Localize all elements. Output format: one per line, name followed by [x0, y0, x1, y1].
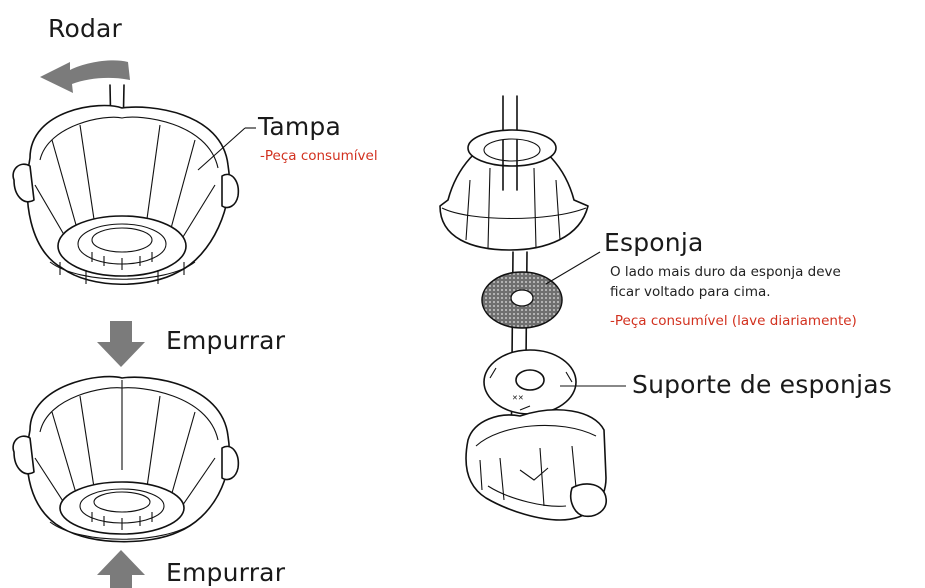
curved-arrow-left-icon — [40, 60, 130, 93]
cap-drawing-bottom — [12, 375, 240, 543]
cap-label: Tampa — [258, 112, 341, 141]
rotate-label: Rodar — [48, 14, 123, 43]
arrow-down-icon — [97, 321, 145, 367]
cap-drawing-exploded — [439, 129, 589, 251]
base-drawing — [465, 409, 607, 521]
svg-text:✕✕: ✕✕ — [512, 394, 524, 402]
sponge-holder-label: Suporte de esponjas — [632, 370, 892, 399]
sponge-note-line2: ficar voltado para cima. — [610, 284, 771, 300]
cap-leader-line — [197, 127, 246, 171]
sponge-leader-line — [545, 251, 601, 285]
cap-consumable-note: -Peça consumível — [260, 148, 378, 164]
sponge-label: Esponja — [604, 228, 704, 257]
sponge-note-line1: O lado mais duro da esponja deve — [610, 264, 841, 280]
push-label-top: Empurrar — [166, 326, 286, 355]
push-label-bottom: Empurrar — [166, 558, 286, 587]
sponge-drawing — [481, 271, 563, 329]
sponge-consumable-note: -Peça consumível (lave diariamente) — [610, 313, 857, 329]
cap-drawing-top — [12, 84, 240, 286]
arrow-up-icon — [97, 550, 145, 588]
sponge-holder-drawing: ✕✕ — [483, 349, 577, 415]
